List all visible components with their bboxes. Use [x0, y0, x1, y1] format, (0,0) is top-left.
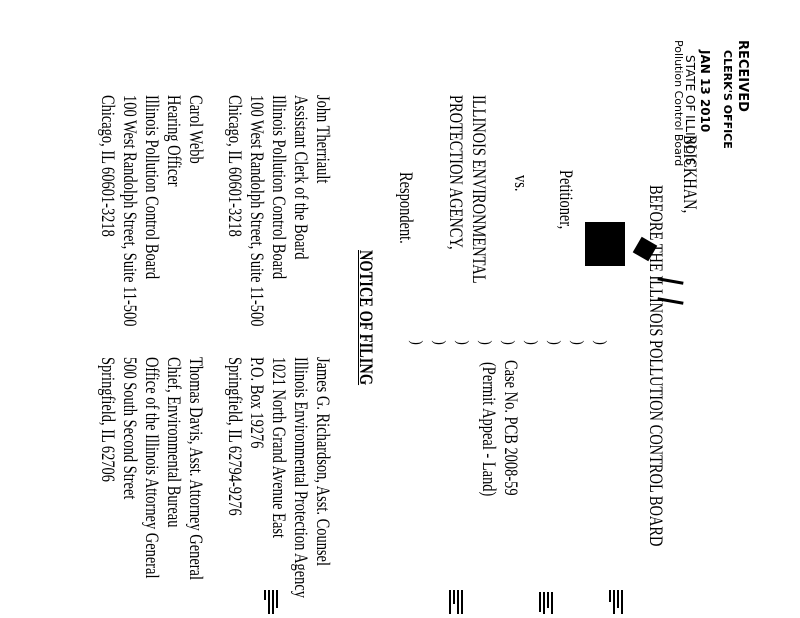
versus: vs.: [510, 175, 531, 192]
case-number: Case No. PCB 2008-59: [500, 360, 521, 496]
recipient-pobox: P.O. Box 19276: [246, 357, 267, 449]
stamp-office: CLERK'S OFFICE: [721, 50, 734, 149]
recipient-name: Carol Webb: [185, 95, 206, 164]
recipient-city: Springfield, IL 62794-9276: [224, 357, 245, 516]
recipient-city: Chicago, IL 60601-3218: [224, 95, 245, 237]
scan-noise: [447, 590, 465, 614]
recipient-street: 100 West Randolph Street, Suite 11-500: [119, 95, 140, 327]
recipient-city: Chicago, IL 60601-3218: [97, 95, 118, 237]
recipient-org: Illinois Pollution Control Board: [141, 95, 162, 280]
stamp-date: JAN 13 2010: [698, 50, 712, 133]
respondent-name-line-1: ILLINOIS ENVIRONMENTAL: [468, 95, 489, 284]
recipient-title: Hearing Officer: [163, 95, 184, 187]
scan-noise: [262, 590, 280, 614]
document-title: NOTICE OF FILING: [355, 250, 376, 386]
recipient-street: 100 West Randolph Street, Suite 11-500: [246, 95, 267, 327]
recipient-street: 500 South Second Street: [119, 357, 140, 500]
recipient-org: Office of the Illinois Attorney General: [141, 357, 162, 579]
recipient-org: Illinois Environmental Protection Agency: [290, 357, 311, 599]
recipient-title: Chief, Environmental Bureau: [163, 357, 184, 528]
stamp-received: RECEIVED: [735, 40, 750, 112]
respondent-name-line-2: PROTECTION AGENCY,: [445, 95, 466, 250]
petitioner-role: Petitioner,: [555, 170, 576, 230]
redaction-blot: [585, 222, 625, 266]
recipient-name: John Therriault: [312, 95, 333, 184]
scan-noise: [607, 590, 625, 614]
recipient-name: Thomas Davis, Asst. Attorney General: [185, 357, 206, 580]
recipient-city: Springfield, IL 62706: [97, 357, 118, 482]
respondent-role: Respondent.: [395, 172, 416, 244]
petitioner-name: BLICKHAN,: [679, 135, 700, 214]
recipient-name: James G. Richardson, Asst. Counsel: [312, 357, 333, 566]
case-type: (Permit Appeal - Land): [478, 362, 499, 497]
scan-noise: [537, 592, 555, 614]
recipient-org: Illinois Pollution Control Board: [268, 95, 289, 280]
recipient-title: Assistant Clerk of the Board: [290, 95, 311, 260]
recipient-street: 1021 North Grand Avenue East: [268, 357, 289, 538]
